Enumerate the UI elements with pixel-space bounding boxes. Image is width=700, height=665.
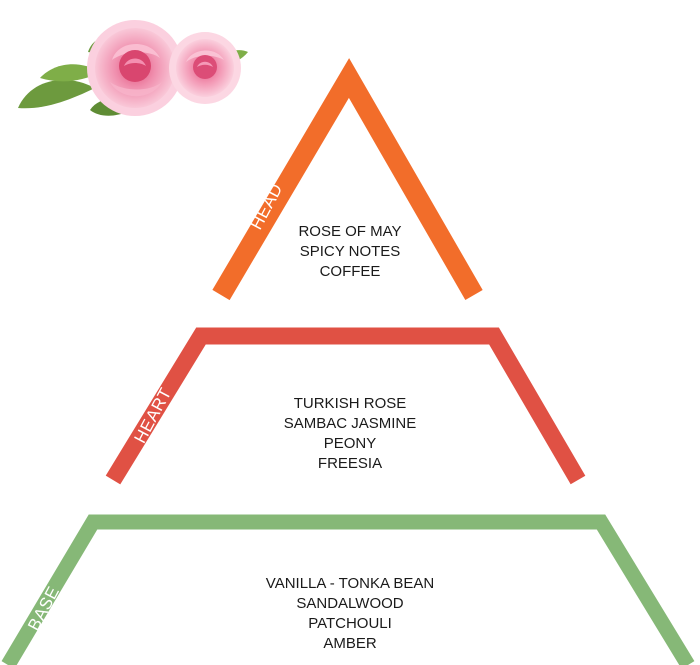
- base-notes-list: VANILLA - TONKA BEAN SANDALWOOD PATCHOUL…: [200, 574, 500, 654]
- note-item: SANDALWOOD: [296, 595, 404, 612]
- rose-flowers-image: [18, 20, 248, 116]
- leaf-shape: [18, 79, 95, 109]
- note-item: ROSE OF MAY: [298, 223, 402, 240]
- note-item: COFFEE: [319, 263, 381, 280]
- note-item: SPICY NOTES: [299, 243, 401, 260]
- head-notes-list: ROSE OF MAY SPICY NOTES COFFEE: [200, 222, 500, 282]
- note-item: PATCHOULI: [308, 615, 392, 632]
- note-item: PEONY: [323, 435, 377, 452]
- base-tier-outline: [1, 514, 695, 665]
- leaf-shape: [40, 64, 100, 82]
- heart-notes-list: TURKISH ROSE SAMBAC JASMINE PEONY FREESI…: [200, 394, 500, 474]
- heart-tier-outline: [105, 327, 586, 485]
- note-item: VANILLA - TONKA BEAN: [265, 575, 435, 592]
- note-item: FREESIA: [317, 455, 383, 472]
- head-tier-outline: [212, 58, 483, 301]
- note-item: AMBER: [323, 635, 377, 652]
- note-item: TURKISH ROSE: [293, 395, 407, 412]
- note-item: SAMBAC JASMINE: [283, 415, 417, 432]
